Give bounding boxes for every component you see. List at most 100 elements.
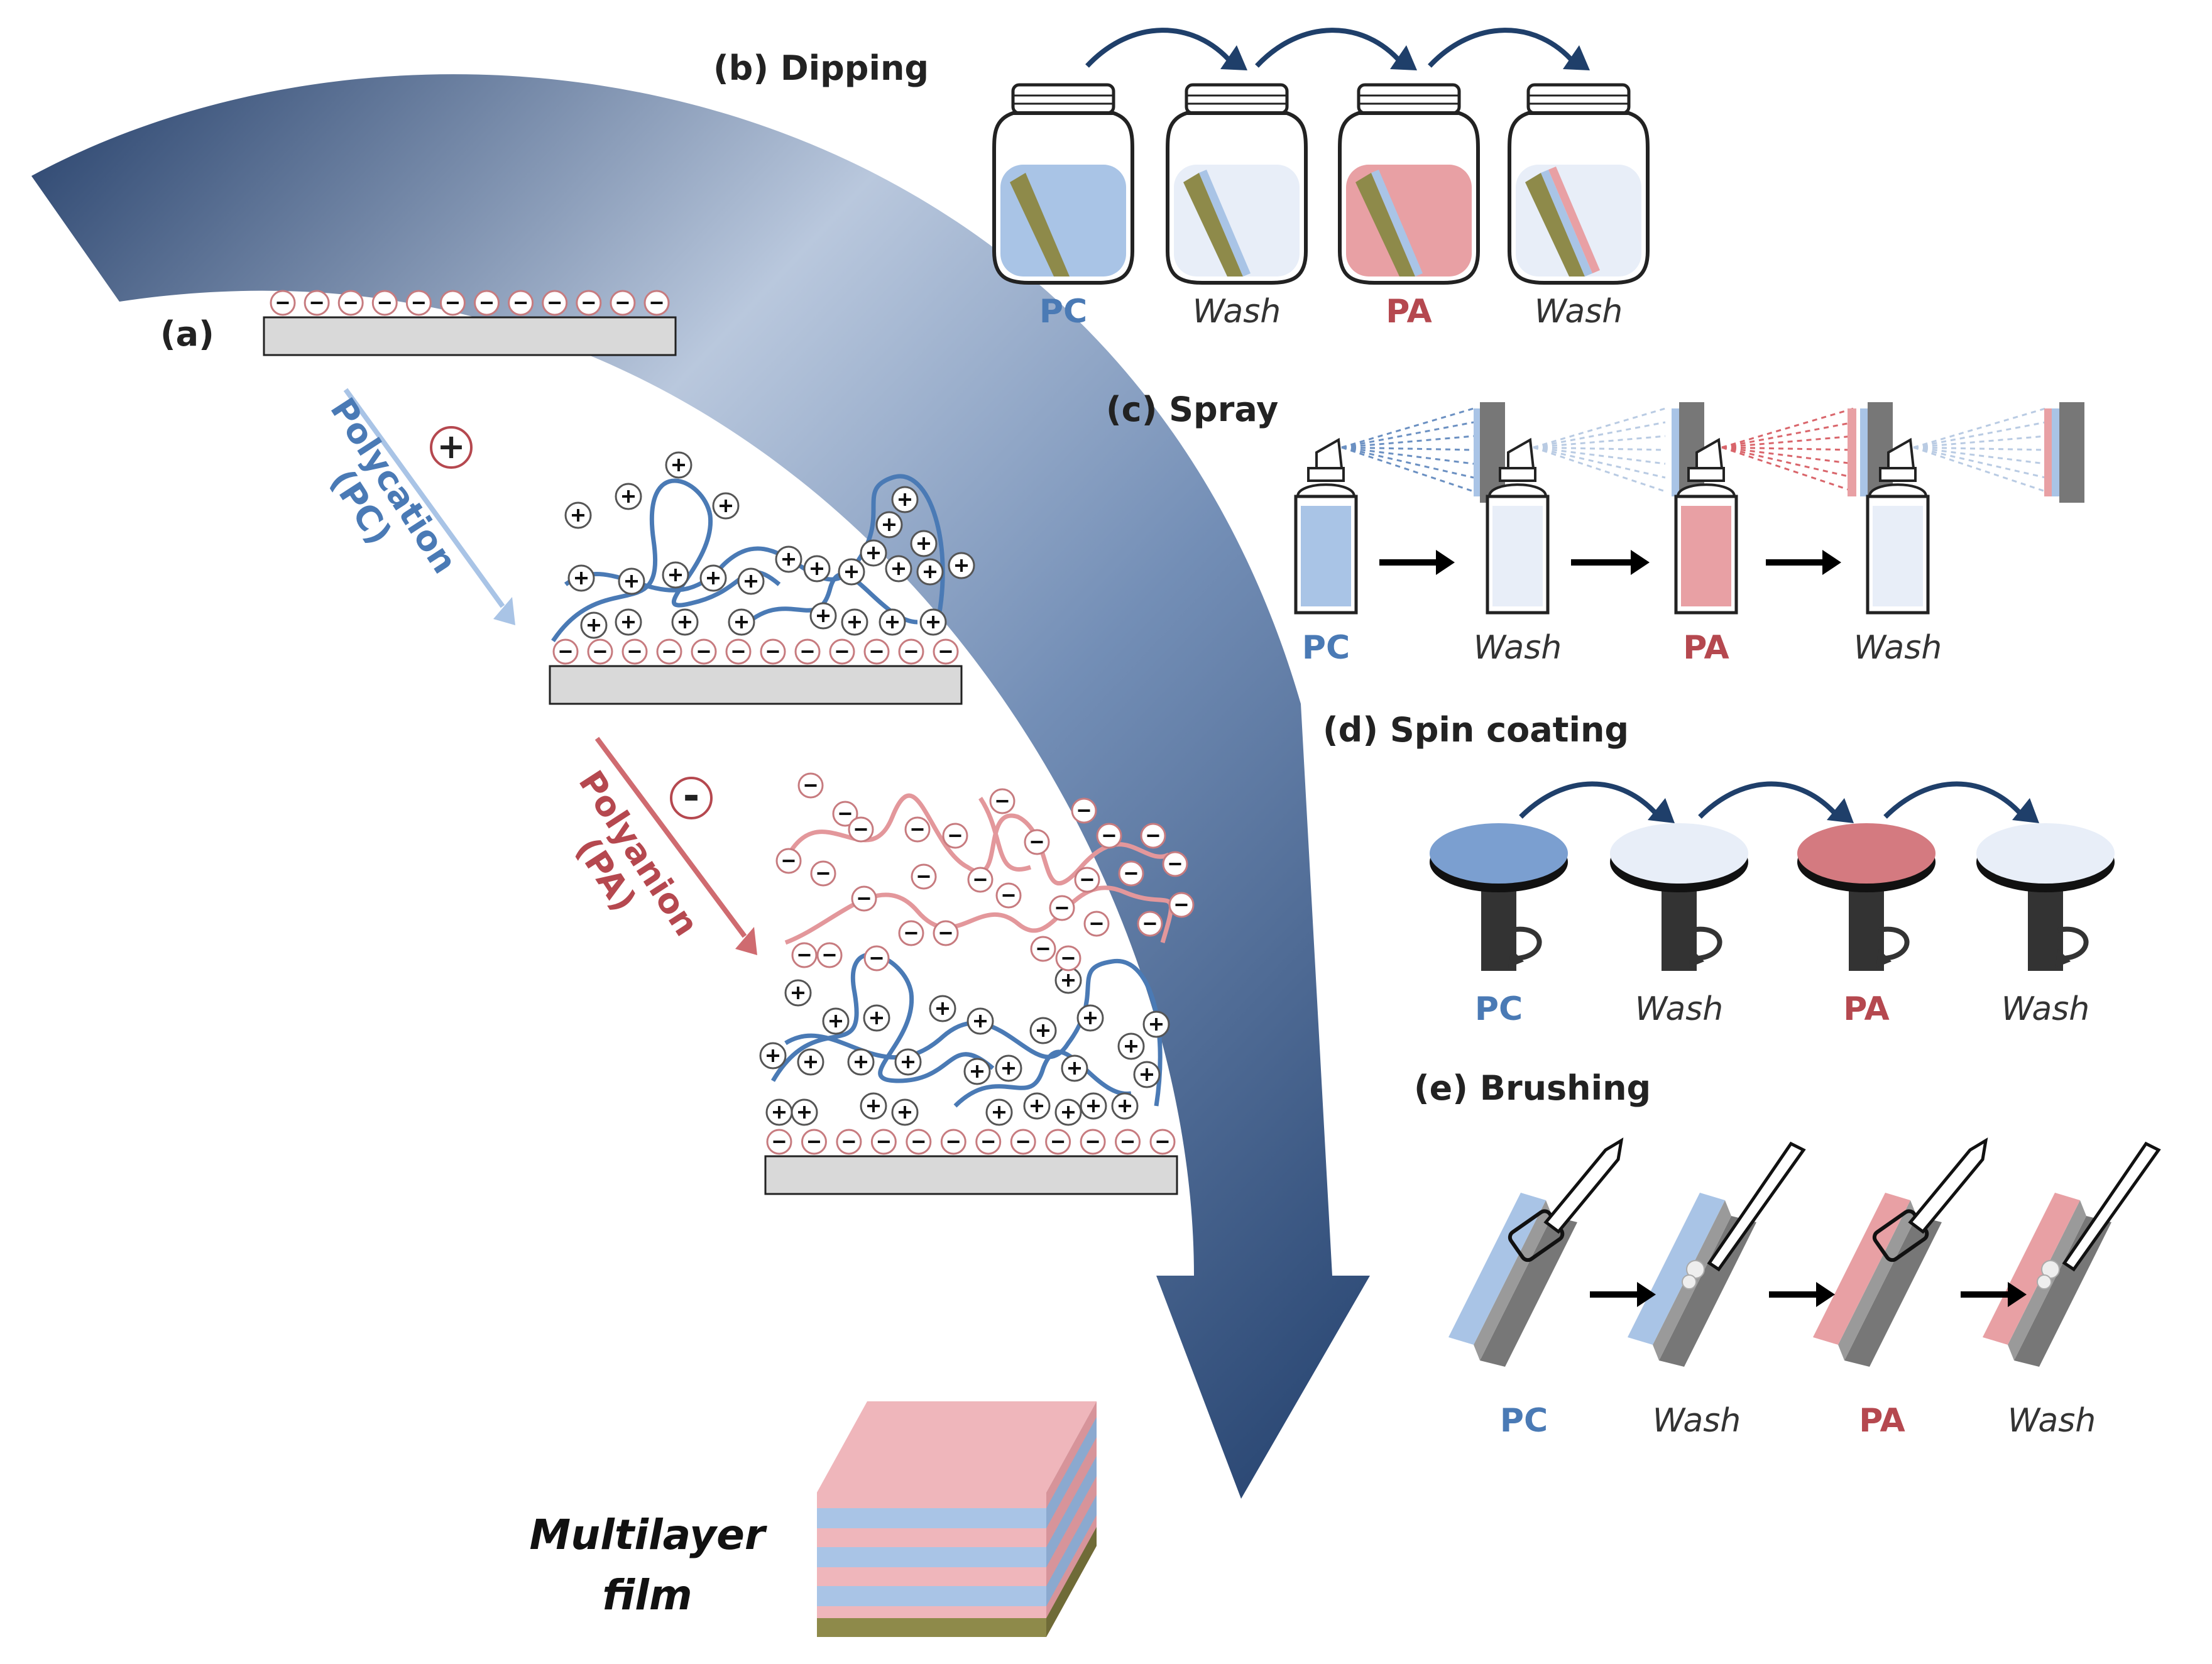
positive-charge-icon (841, 608, 868, 636)
jar-w1 (1166, 83, 1308, 285)
positive-charge-icon (822, 1007, 850, 1035)
negative-charge-icon (995, 882, 1022, 909)
dip-step-pa: PA (1386, 293, 1432, 331)
jar-pc (992, 83, 1134, 285)
positive-charge-icon (728, 608, 755, 636)
negative-charge-icon (1074, 867, 1100, 893)
dipping-transfer-arrows (1085, 28, 1590, 70)
substrate-pc-pa-layers (759, 772, 1195, 1195)
brush-step-pc: PC (1499, 1402, 1548, 1440)
brush-step-wash-2: Wash (2007, 1402, 2096, 1440)
spray-step-pa: PA (1683, 629, 1729, 667)
negative-charge-icon (405, 290, 432, 316)
positive-charge-icon (737, 567, 765, 595)
positive-charge-icon (567, 564, 595, 592)
negative-charge-icon (656, 638, 682, 665)
negative-charge-icon (863, 945, 890, 972)
cation-charge-symbol: + (437, 426, 466, 466)
spray-step-pc: PC (1301, 629, 1350, 667)
positive-charge-icon (948, 552, 975, 579)
positive-charge-icon (564, 501, 592, 529)
positive-charge-icon (580, 611, 608, 639)
positive-charge-icon (919, 608, 947, 636)
negative-charge-icon (1010, 1129, 1036, 1155)
positive-charge-icon (860, 1092, 887, 1120)
negative-charge-icon (816, 942, 843, 968)
negative-charge-icon (304, 290, 330, 316)
brush-step-wash-1: Wash (1652, 1402, 1741, 1440)
panel-c-title: (c) Spray (1106, 390, 1279, 429)
negative-charge-icon (542, 290, 568, 316)
negative-charge-icon (870, 1129, 897, 1155)
positive-charge-icon (712, 492, 740, 520)
negative-charge-icon (1096, 823, 1122, 849)
negative-charge-icon (621, 638, 648, 665)
positive-charge-icon (1142, 1010, 1170, 1038)
brush-slide-w2 (1983, 1141, 2161, 1367)
positive-charge-icon (784, 979, 812, 1007)
positive-charge-icon (759, 1042, 787, 1070)
negative-charge-icon (1140, 823, 1166, 849)
spray-can-pa (1674, 402, 1893, 615)
positive-charge-icon (809, 602, 837, 630)
positive-charge-icon (910, 530, 938, 557)
dip-step-wash-2: Wash (1534, 293, 1623, 331)
spin-coaters (1430, 823, 2115, 971)
negative-charge-icon (766, 1129, 792, 1155)
positive-charge-icon (803, 555, 831, 583)
negative-charge-icon (1083, 911, 1110, 937)
positive-charge-icon (963, 1058, 991, 1085)
positive-charge-icon (875, 511, 903, 539)
panel-a-label: (a) (160, 314, 214, 354)
spin-coater-pa (1797, 823, 1936, 971)
positive-charge-icon (879, 608, 906, 636)
positive-charge-icon (615, 608, 642, 636)
negative-charge-icon (1115, 1129, 1141, 1155)
negative-charge-icon (1071, 797, 1097, 824)
spray-step-wash-2: Wash (1853, 629, 1942, 667)
positive-charge-icon (1117, 1032, 1145, 1060)
negative-charge-icon (1137, 911, 1163, 937)
positive-charge-icon (885, 555, 912, 583)
negative-charge-icon (371, 290, 398, 316)
negative-charge-icon (898, 638, 924, 665)
positive-charge-icon (1133, 1061, 1161, 1088)
negative-charge-icon (691, 638, 717, 665)
negative-charge-icon (832, 801, 858, 827)
negative-charge-icon (1162, 851, 1188, 877)
negative-charge-icon (552, 638, 579, 665)
substrate-initial (263, 290, 677, 356)
spin-step-pa: PA (1843, 990, 1890, 1028)
spin-coater-w2 (1976, 823, 2115, 971)
positive-charge-icon (1080, 1092, 1107, 1120)
spin-transfer-arrows (1519, 781, 2039, 823)
jar-w2 (1508, 83, 1650, 285)
negative-charge-icon (1055, 945, 1081, 972)
positive-charge-icon (894, 1048, 922, 1076)
positive-charge-icon (1054, 1098, 1082, 1126)
negative-charge-icon (810, 860, 836, 887)
positive-charge-icon (665, 451, 693, 479)
negative-charge-icon (975, 1129, 1002, 1155)
negative-charge-icon (643, 290, 670, 316)
negative-charge-icon (587, 638, 613, 665)
negative-charge-icon (829, 638, 855, 665)
negative-charge-icon (863, 638, 890, 665)
negative-charge-icon (508, 290, 534, 316)
multilayer-film-label-line2: film (602, 1570, 693, 1619)
negative-charge-icon (933, 638, 959, 665)
negative-charge-icon (337, 290, 364, 316)
negative-charge-icon (967, 867, 994, 893)
dipping-jars (992, 83, 1650, 285)
multilayer-film-label-line1: Multilayer (529, 1511, 765, 1559)
multilayer-film-label: Multilayer film (530, 1505, 765, 1625)
negative-charge-icon (911, 863, 937, 890)
positive-charge-icon (1023, 1092, 1051, 1120)
positive-charge-icon (891, 486, 919, 513)
jar-pa (1338, 83, 1480, 285)
positive-charge-icon (618, 567, 645, 595)
negative-charge-icon (1149, 1129, 1176, 1155)
dip-step-wash-1: Wash (1192, 293, 1281, 331)
spin-coater-pc (1430, 823, 1568, 971)
spray-can-pc (1294, 402, 1505, 615)
